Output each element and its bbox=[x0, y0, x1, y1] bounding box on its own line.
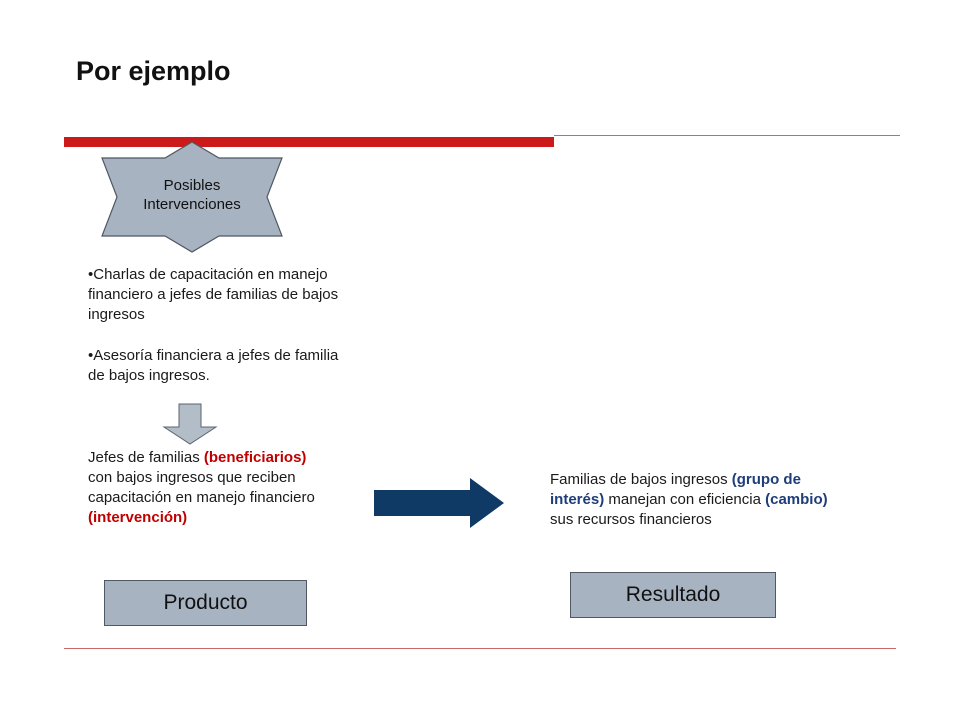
right-arrow-icon bbox=[374, 478, 504, 528]
bullet-item-advisory: •Asesoría financiera a jefes de familia … bbox=[88, 347, 339, 384]
intervention-shape-label: Posibles Intervenciones bbox=[104, 176, 280, 214]
red-accent-bar bbox=[64, 137, 554, 147]
change-highlight: (cambio) bbox=[765, 491, 828, 508]
bullet-item-training: •Charlas de capacitación en manejo finan… bbox=[88, 266, 339, 323]
beneficiaries-highlight: (beneficiarios) bbox=[203, 449, 307, 466]
interest-group-highlight: (grupo de interés) bbox=[550, 471, 801, 508]
intervention-label-line2: Intervenciones bbox=[143, 196, 241, 213]
top-divider-line bbox=[554, 135, 900, 136]
outcome-description: Familias de bajos ingresos (grupo de int… bbox=[550, 470, 850, 530]
product-description: Jefes de familias (beneficiarios) con ba… bbox=[88, 448, 323, 528]
outcome-text-part1: Familias de bajos ingresos bbox=[550, 471, 732, 488]
intervention-label-line1: Posibles bbox=[163, 177, 221, 194]
down-arrow-icon bbox=[162, 403, 218, 445]
result-label-box: Resultado bbox=[570, 572, 776, 618]
product-text-part1: Jefes de familias bbox=[88, 449, 204, 466]
eight-point-star-shape bbox=[101, 141, 283, 253]
bottom-divider-line bbox=[64, 648, 896, 649]
outcome-text-part2: manejan con eficiencia bbox=[604, 491, 766, 508]
slide-title: Por ejemplo bbox=[76, 56, 231, 86]
product-label-box: Producto bbox=[104, 580, 307, 626]
outcome-text-part3: sus recursos financieros bbox=[550, 511, 712, 528]
product-text-part2: con bajos ingresos que reciben capacitac… bbox=[88, 469, 315, 506]
intervention-highlight: (intervención) bbox=[88, 509, 188, 526]
